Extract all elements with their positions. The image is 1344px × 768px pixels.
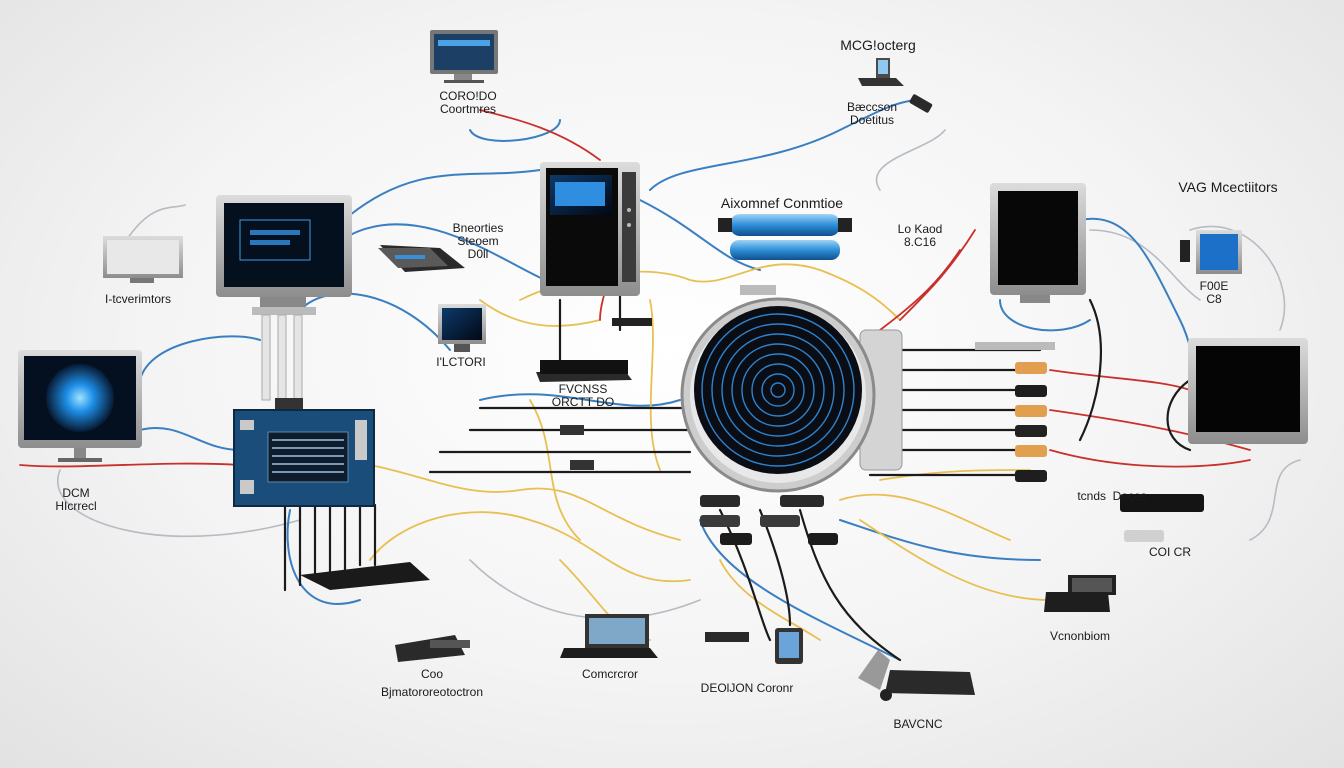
label-top-right-title: MCG!octerg	[840, 37, 916, 53]
server-icon	[540, 162, 652, 326]
gray-wires	[57, 129, 1301, 620]
yellow-wires	[339, 263, 1051, 641]
monitor-icon	[1188, 338, 1308, 444]
label-right-mid: tcnds Doces	[1077, 489, 1147, 503]
label-right-laptop: Vcnonbiom	[1049, 629, 1111, 643]
speaker-hub-icon	[680, 285, 903, 493]
label-bottom-mid: DEOlJON Coronr	[700, 681, 794, 695]
monitor-icon	[216, 195, 352, 315]
laptop-icon	[378, 245, 465, 272]
monitor-icon	[438, 304, 486, 352]
label-router: FVCNSS ORCTT DO	[551, 382, 615, 409]
monitor-icon	[990, 183, 1086, 303]
label-bottom-left-keyboard: Coo	[420, 667, 444, 681]
connector-icon	[261, 314, 303, 410]
label-vag-sub: F00E C8	[1199, 279, 1229, 306]
blue-wires	[139, 99, 1198, 661]
circuit-board-icon	[233, 409, 375, 507]
laptop-icon	[1044, 575, 1116, 612]
label-right-keys: COI CR	[1149, 545, 1191, 559]
connector-icon	[718, 214, 852, 260]
label-top-monitor: CORO!DO Coortmres	[439, 89, 497, 116]
label-dcm: DCM HIcrrecl	[55, 486, 97, 513]
label-center-left: Bneorties Steoem D0ll	[452, 221, 504, 261]
label-bottom-right: BAVCNC	[893, 717, 943, 731]
laptop-icon	[560, 614, 658, 658]
monitor-icon	[18, 350, 142, 462]
label-bottom-left: Bjmatororeotoctron	[380, 685, 484, 699]
connector-icon	[705, 628, 803, 664]
laptop-icon	[858, 58, 933, 113]
label-vag: VAG Mcectiitors	[1178, 179, 1278, 195]
router-icon	[300, 562, 430, 590]
connector-icon	[1120, 494, 1204, 542]
keyboard-icon	[395, 635, 470, 662]
label-mini-monitor: I'LCTORI	[436, 355, 486, 369]
label-lo-kald: Lo Kaod 8.C16	[897, 222, 943, 249]
connector-icon	[560, 425, 838, 545]
router-icon	[536, 360, 632, 382]
monitor-icon	[430, 30, 498, 83]
label-left-monitor: I-tcverimtors	[105, 292, 171, 306]
monitor-icon	[103, 236, 183, 283]
label-top-right-sub: Bæccson Doetitus	[846, 100, 898, 127]
label-automat: Aixomnef Conmtioe	[720, 195, 844, 211]
connector-icon	[975, 342, 1055, 482]
label-bottom-laptop: Comcrcror	[582, 667, 638, 681]
keyboard-icon	[858, 650, 975, 701]
monitor-icon	[1180, 230, 1242, 274]
